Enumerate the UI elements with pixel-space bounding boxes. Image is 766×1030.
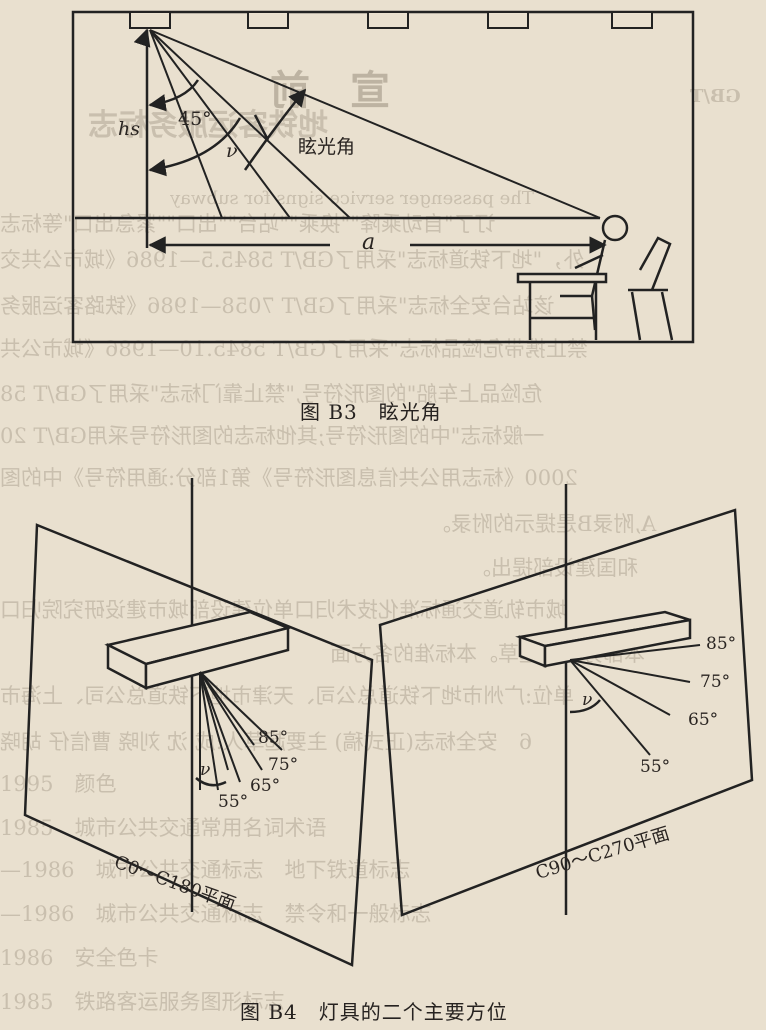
figure-b4-caption: 图 B4 灯具的二个主要方位	[240, 1000, 508, 1024]
angle-arcs	[148, 79, 307, 177]
nu-label: ν	[226, 140, 238, 162]
hs-label: hs	[118, 118, 140, 140]
left-nu-label: ν	[200, 760, 211, 780]
left-nu-arc	[195, 777, 227, 787]
bleed-line: 1995 颜色	[0, 772, 117, 796]
observer-figure	[516, 214, 674, 341]
left-rays	[199, 671, 283, 791]
bleed-line: 1985 铁路客运服务图形标志	[0, 990, 285, 1014]
left-angle-65: 65°	[250, 776, 281, 796]
left-angle-75: 75°	[268, 755, 299, 775]
bleed-line: —1986 城市公共交通标志 地下铁道标志	[0, 858, 411, 882]
left-luminaire	[104, 610, 292, 691]
left-angle-55: 55°	[218, 792, 249, 812]
bleed-line: 1986 安全色卡	[0, 946, 159, 970]
left-angle-85: 85°	[258, 728, 289, 748]
right-angle-75: 75°	[700, 672, 731, 692]
glare-angle-label: 眩光角	[298, 136, 356, 158]
figure-b3-caption: 图 B3 眩光角	[300, 400, 442, 424]
right-plane-c90-c270	[378, 508, 754, 917]
distance-a-label: a	[362, 230, 376, 255]
right-rays	[569, 644, 701, 756]
ceiling-luminaires	[129, 11, 653, 29]
right-angle-65: 65°	[688, 710, 719, 730]
light-rays	[149, 29, 601, 219]
bleed-line: —1986 城市公共交通标志 禁令和一般标志	[0, 902, 432, 926]
right-nu-label: ν	[582, 690, 593, 710]
right-angle-85: 85°	[706, 634, 737, 654]
right-nu-arc	[569, 699, 601, 714]
angle-45-label: 45°	[178, 108, 212, 130]
right-luminaire	[515, 610, 692, 668]
right-angle-55: 55°	[640, 757, 671, 777]
